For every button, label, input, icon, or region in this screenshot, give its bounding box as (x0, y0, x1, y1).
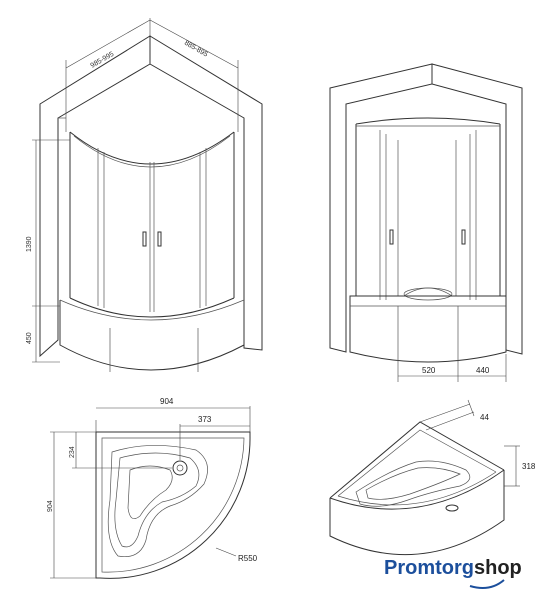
dim-glass-height: 1390 (26, 236, 33, 252)
tray-rim-arc (69, 297, 235, 318)
dim-rim-width: 44 (480, 413, 489, 422)
dim-door-opening: 520 (422, 366, 436, 375)
shower-tray-apron-2 (349, 295, 507, 363)
dim-plan-offset: 373 (198, 415, 212, 424)
dim-side-offset: 234 (69, 446, 76, 458)
brand-part-1: Promtorg (384, 557, 474, 579)
tray-front-rim (329, 469, 505, 510)
enclosure-perspective-view: 520 440 (329, 63, 523, 382)
brand-part-2: shop (474, 557, 522, 579)
tray-drain (445, 504, 459, 512)
dim-width-right: 885-895 (183, 40, 209, 59)
door-handle-left (142, 231, 147, 247)
right-wall-2 (431, 63, 523, 355)
drain-inner (176, 464, 184, 472)
drain-outer (172, 460, 188, 476)
enclosure-top-arc (69, 131, 235, 165)
shower-tray-apron (59, 300, 245, 371)
tray-outline (95, 431, 251, 579)
dim-tray-depth: 318 (522, 462, 536, 471)
svg-text:Promtorgshop: Promtorgshop (384, 557, 522, 579)
door-handle-right-2 (461, 229, 466, 245)
enclosure-frame-sides (69, 132, 235, 298)
dim-side-panel: 440 (476, 366, 490, 375)
enclosure-top-arc-2 (355, 117, 501, 125)
tray-plan-view: 904 373 234 904 R550 (47, 397, 258, 579)
dim-radius: R550 (238, 554, 258, 563)
dim-plan-width: 904 (160, 397, 174, 406)
tray-apron (329, 470, 505, 556)
brand-swoosh (469, 579, 505, 589)
dim-tray-height: 450 (26, 332, 33, 344)
dim-plan-depth: 904 (47, 500, 54, 512)
tray-perspective-view: 44 318 (329, 399, 536, 556)
door-handle-left-2 (389, 229, 394, 245)
promtorgshop-logo[interactable]: Promtorgshop (384, 557, 522, 589)
left-wall-2 (329, 63, 433, 353)
enclosure-front-view-dimensioned: 985-995 885-895 1390 450 (26, 18, 263, 372)
door-handle-right (157, 231, 162, 247)
